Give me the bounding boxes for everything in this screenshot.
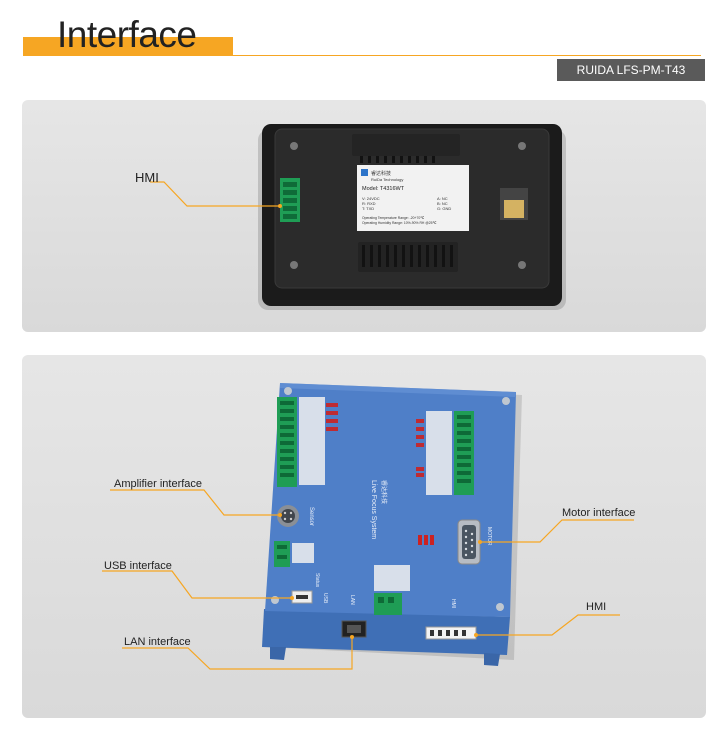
- motor-callout-line: [480, 519, 634, 543]
- model-badge: RUIDA LFS-PM-T43: [557, 59, 705, 81]
- lan-callout-line: [122, 637, 353, 670]
- svg-text:Operating Temperature Range: -: Operating Temperature Range: -20+70℃: [362, 216, 424, 220]
- screw-icon: [518, 261, 526, 269]
- svg-text:V: 24VDC: V: 24VDC: [362, 196, 380, 201]
- ruida-logo-icon: [361, 169, 368, 176]
- svg-text:B: NC: B: NC: [437, 201, 448, 206]
- screw-icon: [502, 397, 510, 405]
- screw-icon: [284, 387, 292, 395]
- svg-text:Status: Status: [314, 573, 320, 588]
- board-product-text: Live Focus System: [370, 480, 377, 539]
- title-underline: [233, 55, 701, 56]
- svg-text:LAN: LAN: [349, 595, 355, 605]
- hmi-port-callout-label: HMI: [586, 601, 607, 613]
- middle-terminal: [374, 593, 402, 615]
- page-title: Interface: [57, 14, 197, 55]
- sensor-text: Sensor: [308, 507, 314, 526]
- usb-callout-line: [102, 570, 292, 599]
- svg-text:Operating Humidity Range: 10%-: Operating Humidity Range: 10%-90% RH @25…: [362, 221, 437, 225]
- sd-card: [504, 200, 524, 218]
- label-brand-cn: 睿达科技: [371, 170, 391, 177]
- amplifier-callout-line: [110, 489, 280, 516]
- controller-illustration: 睿达科技 Live Focus System Sensor Status USB…: [102, 383, 634, 670]
- screw-icon: [271, 596, 279, 604]
- hmi-callout-label: HMI: [135, 170, 159, 185]
- label-brand-en: RuiDa Technology: [371, 177, 403, 182]
- power-terminal: [274, 541, 290, 567]
- svg-text:T: TXD: T: TXD: [362, 206, 374, 211]
- svg-text:MOTOR: MOTOR: [486, 527, 492, 546]
- motor-callout-label: Motor interface: [562, 507, 636, 519]
- controller-body: [265, 383, 516, 617]
- hmi-panel: 睿达科技 RuiDa Technology Model: T4316WT V: …: [22, 100, 706, 332]
- board-brand-text: 睿达科技: [380, 480, 388, 504]
- screw-icon: [290, 142, 298, 150]
- amplifier-callout-label: Amplifier interface: [114, 478, 203, 490]
- hmi-port-callout-line: [476, 614, 620, 636]
- screw-icon: [496, 603, 504, 611]
- device-label: [357, 165, 469, 231]
- svg-text:USB: USB: [322, 593, 328, 604]
- svg-text:A: NC: A: NC: [437, 196, 448, 201]
- svg-text:HMI: HMI: [450, 599, 456, 608]
- hmi-callout-line: [150, 181, 280, 207]
- top-vents: [360, 155, 435, 163]
- label-model: Model: T4316WT: [362, 186, 405, 192]
- usb-callout-label: USB interface: [104, 560, 172, 572]
- svg-text:R: RXD: R: RXD: [362, 201, 376, 206]
- lan-callout-label: LAN interface: [124, 636, 191, 648]
- screw-icon: [290, 261, 298, 269]
- screw-icon: [518, 142, 526, 150]
- svg-text:G: GND: G: GND: [437, 206, 451, 211]
- controller-panel: 睿达科技 Live Focus System Sensor Status USB…: [22, 355, 706, 718]
- bottom-vents: [358, 242, 458, 272]
- mount-bracket: [262, 609, 510, 655]
- hmi-device-illustration: 睿达科技 RuiDa Technology Model: T4316WT V: …: [150, 124, 566, 310]
- top-grille: [352, 134, 460, 156]
- title-accent-bar: [23, 37, 233, 56]
